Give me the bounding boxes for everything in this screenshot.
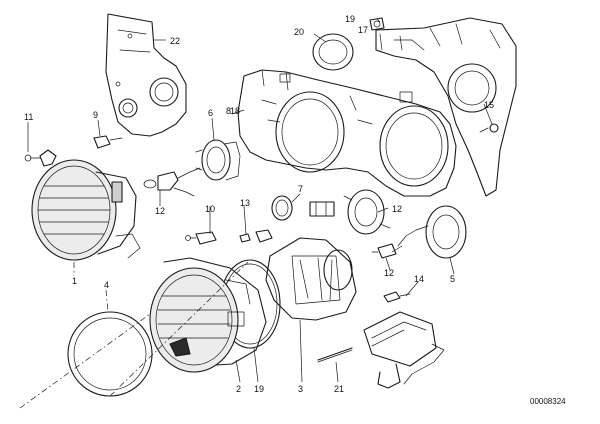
- part-9-adjusting-screw: [93, 135, 123, 149]
- part-1-headlight-lens-left: [31, 159, 141, 261]
- callout-14: 14: [414, 274, 424, 284]
- callout-17: 17: [358, 25, 368, 35]
- part-6-bulb-holder: [195, 139, 241, 181]
- leader-lines: [19, 18, 493, 409]
- part-22-shield-plate: [105, 13, 187, 137]
- callout-18: 18: [230, 106, 240, 116]
- part-21-leveling-motor: [317, 311, 445, 389]
- callout-15: 15: [484, 100, 494, 110]
- part-12-bulb-lower: [371, 243, 397, 259]
- callout-20: 20: [294, 27, 304, 37]
- callout-9: 9: [93, 110, 98, 120]
- part-7-retaining-ring: [271, 195, 335, 221]
- callout-1: 1: [72, 276, 77, 286]
- callout-21: 21: [334, 384, 344, 394]
- part-4-trim-ring: [67, 311, 153, 397]
- callout-2: 2: [236, 384, 241, 394]
- callout-19-bottom: 19: [254, 384, 264, 394]
- part-housing-frame-right: [375, 17, 517, 197]
- reference-code: 00008324: [530, 397, 566, 406]
- part-10-bulb: [185, 231, 217, 245]
- callout-12-left: 12: [155, 206, 165, 216]
- callout-labels: 22 20 19 17 11 9 6 8 18 7 12 10 13 15 5 …: [24, 14, 494, 394]
- part-2-headlight-lens-main: [149, 257, 267, 373]
- callout-13: 13: [240, 198, 250, 208]
- part-5-socket: [391, 205, 467, 259]
- part-8-headlight-housing: [237, 69, 457, 197]
- part-13-bulb: [239, 229, 273, 243]
- callout-3: 3: [298, 384, 303, 394]
- callout-4: 4: [104, 280, 109, 290]
- callout-12-upper: 12: [392, 204, 402, 214]
- part-19-17-clip: [369, 17, 385, 31]
- part-15-bulb-holder: [343, 189, 391, 235]
- part-12-bulb-socket-upper: [143, 167, 201, 197]
- callout-7: 7: [298, 184, 303, 194]
- part-3-reflector: [265, 237, 357, 321]
- callout-5: 5: [450, 274, 455, 284]
- callout-12-right: 12: [384, 268, 394, 278]
- part-11-bulb: [24, 149, 57, 167]
- callout-11: 11: [24, 112, 33, 122]
- callout-19-top: 19: [345, 14, 355, 24]
- callout-8: 8: [226, 106, 231, 116]
- callout-10: 10: [205, 204, 215, 214]
- part-20-cover-disc: [312, 33, 354, 71]
- part-14-screw: [383, 291, 411, 303]
- callout-6: 6: [208, 108, 213, 118]
- callout-22: 22: [170, 36, 180, 46]
- part-18-screw: [479, 123, 499, 133]
